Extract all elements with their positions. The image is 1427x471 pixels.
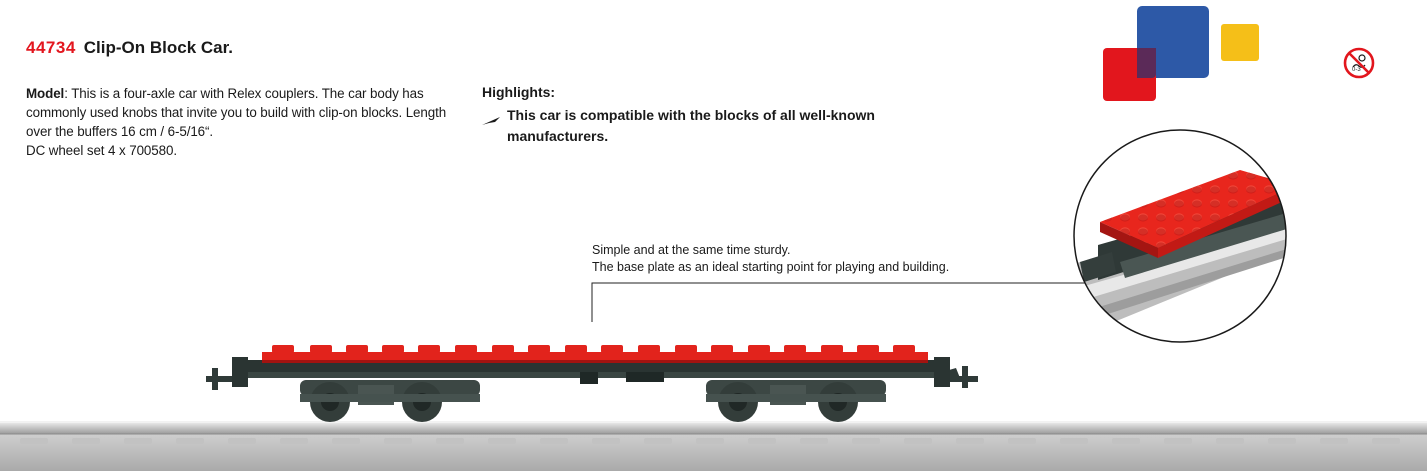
- highlight-item: This car is compatible with the blocks o…: [482, 105, 902, 147]
- left-bogie: [300, 380, 480, 422]
- product-name: Clip-On Block Car.: [83, 38, 234, 57]
- callout-line: [591, 282, 1092, 322]
- not-suitable-for-children-icon: 0-3: [1343, 47, 1375, 79]
- callout-line-1: Simple and at the same time sturdy.: [592, 243, 791, 257]
- right-bogie: [706, 380, 886, 422]
- svg-text:0-3: 0-3: [1352, 67, 1361, 73]
- callout-caption: Simple and at the same time sturdy. The …: [592, 242, 949, 276]
- model-label: Model: [26, 86, 65, 101]
- zoom-detail: [1073, 129, 1287, 343]
- product-title: 44734 Clip-On Block Car.: [26, 38, 233, 58]
- model-description: Model: This is a four-axle car with Rele…: [26, 84, 456, 160]
- model-text: This is a four-axle car with Relex coupl…: [26, 86, 447, 139]
- track: [0, 421, 1427, 471]
- model-separator: :: [64, 86, 68, 101]
- block-car: [206, 345, 978, 422]
- arrow-bullet-icon: [482, 105, 507, 147]
- brand-square-overlap: [1137, 48, 1156, 78]
- highlights-title: Highlights:: [482, 84, 556, 100]
- callout-line-2: The base plate as an ideal starting poin…: [592, 260, 950, 274]
- highlight-text: This car is compatible with the blocks o…: [507, 107, 875, 144]
- brand-square-yellow: [1221, 24, 1259, 61]
- wheel-set-text: DC wheel set 4 x 700580.: [26, 143, 177, 158]
- article-number: 44734: [26, 38, 76, 57]
